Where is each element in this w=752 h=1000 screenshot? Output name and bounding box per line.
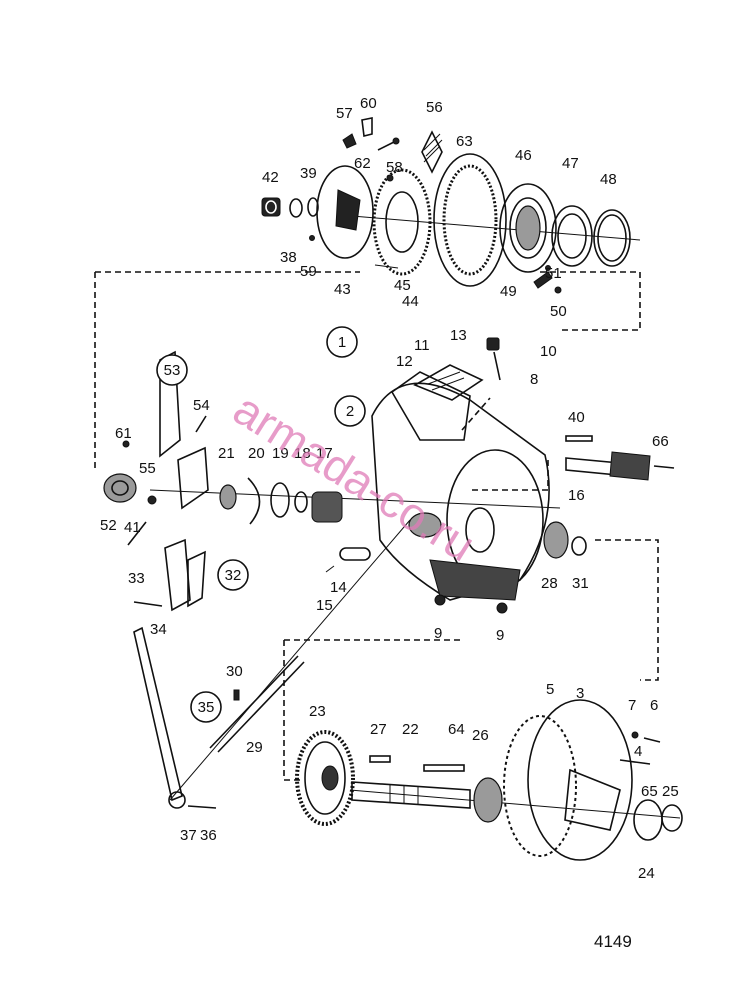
- group-callout-1: 1: [326, 326, 358, 358]
- part-label-11: 11: [414, 337, 430, 354]
- part-label-20: 20: [248, 445, 265, 462]
- part-label-64: 64: [448, 721, 465, 738]
- part-label-17: 17: [316, 445, 333, 462]
- part-label-43: 43: [334, 281, 351, 298]
- part-label-12: 12: [396, 353, 413, 370]
- part-label-38: 38: [280, 249, 297, 266]
- part-label-34: 34: [150, 621, 167, 638]
- part-label-65: 65: [641, 783, 658, 800]
- part-label-45: 45: [394, 277, 411, 294]
- part-label-22: 22: [402, 721, 419, 738]
- part-label-28: 28: [541, 575, 558, 592]
- part-label-51: 51: [545, 265, 562, 282]
- part-label-59: 59: [300, 263, 317, 280]
- part-label-36: 36: [200, 827, 217, 844]
- part-label-50: 50: [550, 303, 567, 320]
- input-shaft-group: [543, 435, 675, 559]
- part-label-8: 8: [530, 371, 538, 388]
- part-label-13: 13: [450, 327, 467, 344]
- part-label-10: 10: [540, 343, 557, 360]
- part-label-33: 33: [128, 570, 145, 587]
- part-label-9: 9: [496, 627, 504, 644]
- part-label-55: 55: [139, 460, 156, 477]
- group-callouts: 1 2 53 32 35: [156, 326, 366, 723]
- part-label-66: 66: [652, 433, 669, 450]
- part-label-29: 29: [246, 739, 263, 756]
- group-callout-label: 53: [164, 362, 181, 379]
- part-label-9: 9: [434, 625, 442, 642]
- part-label-42: 42: [262, 169, 279, 186]
- part-label-5: 5: [546, 681, 554, 698]
- part-label-30: 30: [226, 663, 243, 680]
- part-label-58: 58: [386, 159, 403, 176]
- part-label-25: 25: [662, 783, 679, 800]
- group-callout-label: 35: [198, 699, 215, 716]
- group-callout-32: 32: [217, 559, 249, 591]
- part-label-63: 63: [456, 133, 473, 150]
- gear-housing: [325, 337, 550, 614]
- part-label-54: 54: [193, 397, 210, 414]
- group-callout-53: 53: [156, 354, 188, 386]
- part-label-39: 39: [300, 165, 317, 182]
- part-label-44: 44: [402, 293, 419, 310]
- part-label-14: 14: [330, 579, 347, 596]
- part-label-56: 56: [426, 99, 443, 116]
- top-assembly: [261, 117, 631, 294]
- part-label-52: 52: [100, 517, 117, 534]
- part-label-18: 18: [294, 445, 311, 462]
- part-label-23: 23: [309, 703, 326, 720]
- part-label-41: 41: [124, 519, 141, 536]
- part-label-24: 24: [638, 865, 655, 882]
- part-label-46: 46: [515, 147, 532, 164]
- part-label-26: 26: [472, 727, 489, 744]
- part-label-16: 16: [568, 487, 585, 504]
- shift-assembly: [103, 350, 343, 809]
- part-label-48: 48: [600, 171, 617, 188]
- part-label-47: 47: [562, 155, 579, 172]
- part-label-49: 49: [500, 283, 517, 300]
- group-callout-label: 32: [225, 567, 242, 584]
- assembly-guide-lines: [94, 214, 681, 819]
- group-callout-35: 35: [190, 691, 222, 723]
- part-label-7: 7: [628, 697, 636, 714]
- figure-code: 4149: [594, 932, 632, 951]
- group-callout-2: 2: [334, 395, 366, 427]
- part-label-40: 40: [568, 409, 585, 426]
- part-label-37: 37: [180, 827, 197, 844]
- output-gear-group: [295, 699, 683, 861]
- part-label-27: 27: [370, 721, 387, 738]
- group-callout-label: 1: [338, 334, 346, 351]
- part-label-62: 62: [354, 155, 371, 172]
- part-label-15: 15: [316, 597, 333, 614]
- part-label-60: 60: [360, 95, 377, 112]
- group-callout-label: 2: [346, 403, 354, 420]
- part-label-4: 4: [634, 743, 642, 760]
- part-label-57: 57: [336, 105, 353, 122]
- part-label-31: 31: [572, 575, 589, 592]
- part-label-3: 3: [576, 685, 584, 702]
- part-label-6: 6: [650, 697, 658, 714]
- part-label-61: 61: [115, 425, 132, 442]
- part-label-21: 21: [218, 445, 235, 462]
- part-label-19: 19: [272, 445, 289, 462]
